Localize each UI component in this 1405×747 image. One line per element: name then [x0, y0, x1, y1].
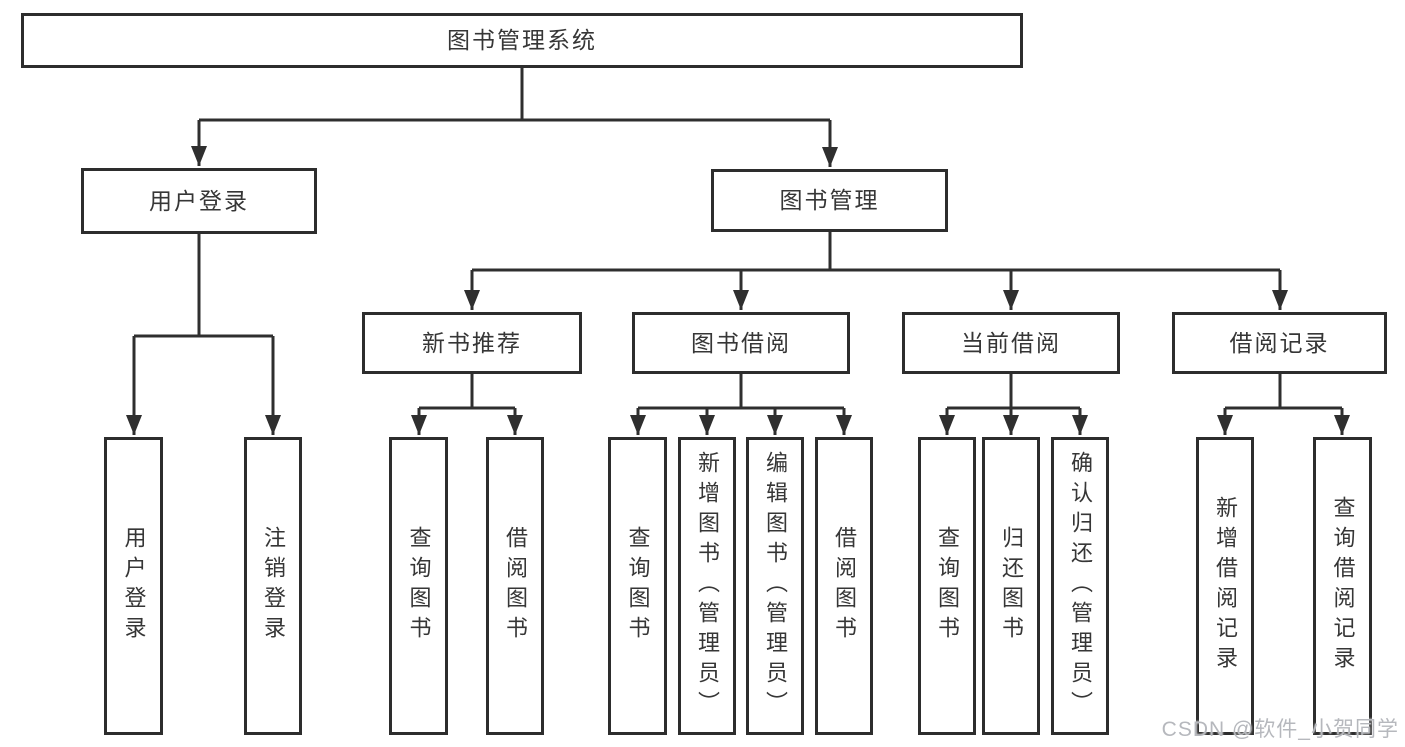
leaf-borrow-books-recommend: 借阅图书	[486, 437, 544, 735]
leaf-borrow-books-label: 借阅图书	[832, 526, 857, 646]
leaf-return-book-label: 归还图书	[999, 526, 1024, 646]
leaf-query-borrow-record-label: 查询借阅记录	[1330, 496, 1356, 676]
leaf-query-books-current: 查询图书	[918, 437, 976, 735]
node-current-borrow: 当前借阅	[902, 312, 1120, 374]
leaf-confirm-return-admin: 确认归还（管理员）	[1051, 437, 1109, 735]
leaf-borrow-books-recommend-label: 借阅图书	[503, 526, 528, 646]
leaf-user-login-label: 用户登录	[121, 526, 147, 646]
leaf-query-books-recommend: 查询图书	[389, 437, 448, 735]
leaf-logout-label: 注销登录	[261, 526, 286, 646]
leaf-add-book-admin-label: 新增图书（管理员）	[695, 451, 720, 721]
leaf-query-books-borrow: 查询图书	[608, 437, 667, 735]
leaf-confirm-return-admin-label: 确认归还（管理员）	[1068, 451, 1093, 721]
leaf-user-login: 用户登录	[104, 437, 163, 735]
leaf-query-books-recommend-label: 查询图书	[406, 526, 432, 646]
leaf-add-borrow-record-label: 新增借阅记录	[1213, 496, 1238, 676]
node-book-borrow: 图书借阅	[632, 312, 850, 374]
node-user-login: 用户登录	[81, 168, 317, 234]
leaf-logout: 注销登录	[244, 437, 302, 735]
leaf-edit-book-admin-label: 编辑图书（管理员）	[763, 451, 788, 721]
leaf-return-book: 归还图书	[982, 437, 1040, 735]
leaf-borrow-books: 借阅图书	[815, 437, 873, 735]
node-book-management: 图书管理	[711, 169, 948, 232]
leaf-query-borrow-record: 查询借阅记录	[1313, 437, 1372, 735]
leaf-query-books-borrow-label: 查询图书	[625, 526, 651, 646]
leaf-query-books-current-label: 查询图书	[935, 526, 960, 646]
leaf-add-borrow-record: 新增借阅记录	[1196, 437, 1254, 735]
leaf-add-book-admin: 新增图书（管理员）	[678, 437, 736, 735]
csdn-watermark: CSDN @软件_小贺同学	[1161, 718, 1399, 741]
node-borrow-records: 借阅记录	[1172, 312, 1387, 374]
node-new-book-recommend: 新书推荐	[362, 312, 582, 374]
leaf-edit-book-admin: 编辑图书（管理员）	[746, 437, 804, 735]
node-library-management-system: 图书管理系统	[21, 13, 1023, 68]
